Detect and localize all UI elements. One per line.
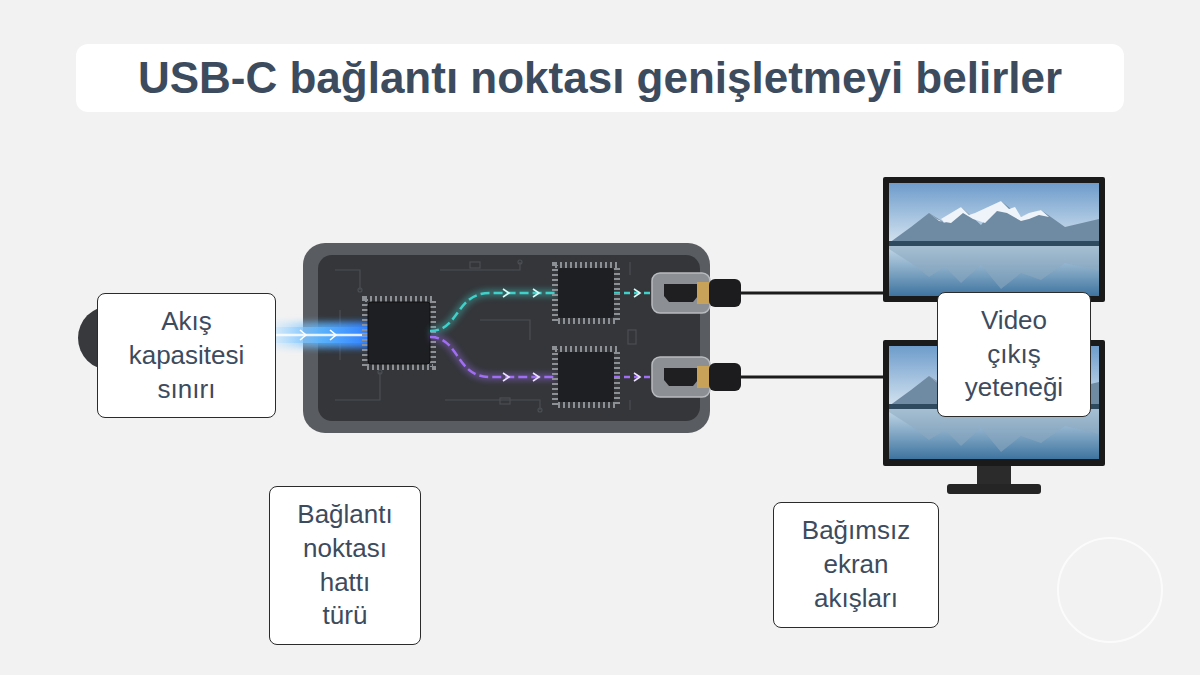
circuit-traces (538, 408, 542, 412)
watermark (1058, 538, 1162, 642)
hdmi-cables (741, 376, 885, 379)
signal-paths (634, 289, 640, 297)
signal-paths (430, 337, 556, 377)
monitors (977, 466, 1011, 486)
input-beam (272, 327, 372, 343)
hdmi-cables (741, 292, 885, 295)
output-chips (558, 268, 614, 318)
input-beam (272, 322, 372, 348)
title-text: USB-C bağlantı noktası genişletmeyi beli… (138, 53, 1062, 103)
output-chips (555, 349, 617, 405)
hdmi-ports (697, 366, 711, 388)
main-chip (368, 302, 430, 364)
circuit-traces (440, 262, 520, 270)
main-chip (365, 299, 433, 367)
monitors (883, 177, 1105, 494)
output-chips (558, 352, 614, 402)
signal-paths (503, 373, 539, 381)
hdmi-ports (709, 363, 741, 391)
signal-paths (634, 373, 640, 381)
circuit-traces (445, 400, 540, 410)
circuit-traces (335, 260, 636, 412)
circuit-traces (480, 320, 530, 340)
output-chips (555, 265, 617, 321)
hdmi-ports (652, 273, 741, 397)
main-chip (365, 299, 433, 367)
circuit-traces (629, 262, 630, 275)
label-text: Bağımsız ekran akışları (786, 514, 926, 615)
label-box: Video çıkış yeteneği (937, 292, 1091, 417)
circuit-traces (335, 270, 360, 290)
hdmi-ports (709, 279, 741, 307)
signal-paths (430, 293, 556, 331)
dock-housing (318, 255, 700, 421)
circuit-traces (335, 372, 380, 400)
label-box: Bağımsız ekran akışları (773, 502, 939, 628)
hdmi-ports (697, 282, 711, 304)
signal-paths (503, 289, 539, 297)
signal-paths (430, 337, 556, 377)
circuit-traces (378, 370, 382, 374)
hdmi-cables (741, 293, 885, 377)
monitors (889, 183, 1099, 296)
circuit-traces (518, 260, 522, 264)
output-chips (555, 265, 617, 405)
label-text: Video çıkış yeteneği (956, 304, 1072, 405)
watermark (1058, 538, 1162, 642)
hdmi-ports (652, 273, 710, 313)
input-beam (300, 330, 336, 340)
label-text: Bağlantı noktası hattı türü (296, 498, 394, 633)
monitors (947, 484, 1041, 494)
hdmi-ports (652, 357, 710, 397)
hdmi-ports (664, 368, 698, 386)
monitors (883, 177, 1105, 302)
label-text: Akış kapasitesi sınırı (110, 305, 263, 406)
title-panel: USB-C bağlantı noktası genişletmeyi beli… (76, 44, 1124, 112)
circuit-traces (358, 288, 362, 292)
label-box: Akış kapasitesi sınırı (97, 293, 276, 418)
input-beam (272, 334, 370, 337)
input-beam (272, 322, 372, 348)
circuit-traces (628, 330, 636, 344)
signal-paths (430, 293, 556, 331)
hdmi-ports (664, 284, 698, 302)
circuit-traces (629, 400, 630, 410)
label-box: Bağlantı noktası hattı türü (269, 486, 421, 645)
circuit-traces (470, 262, 480, 268)
circuit-traces (500, 398, 510, 404)
